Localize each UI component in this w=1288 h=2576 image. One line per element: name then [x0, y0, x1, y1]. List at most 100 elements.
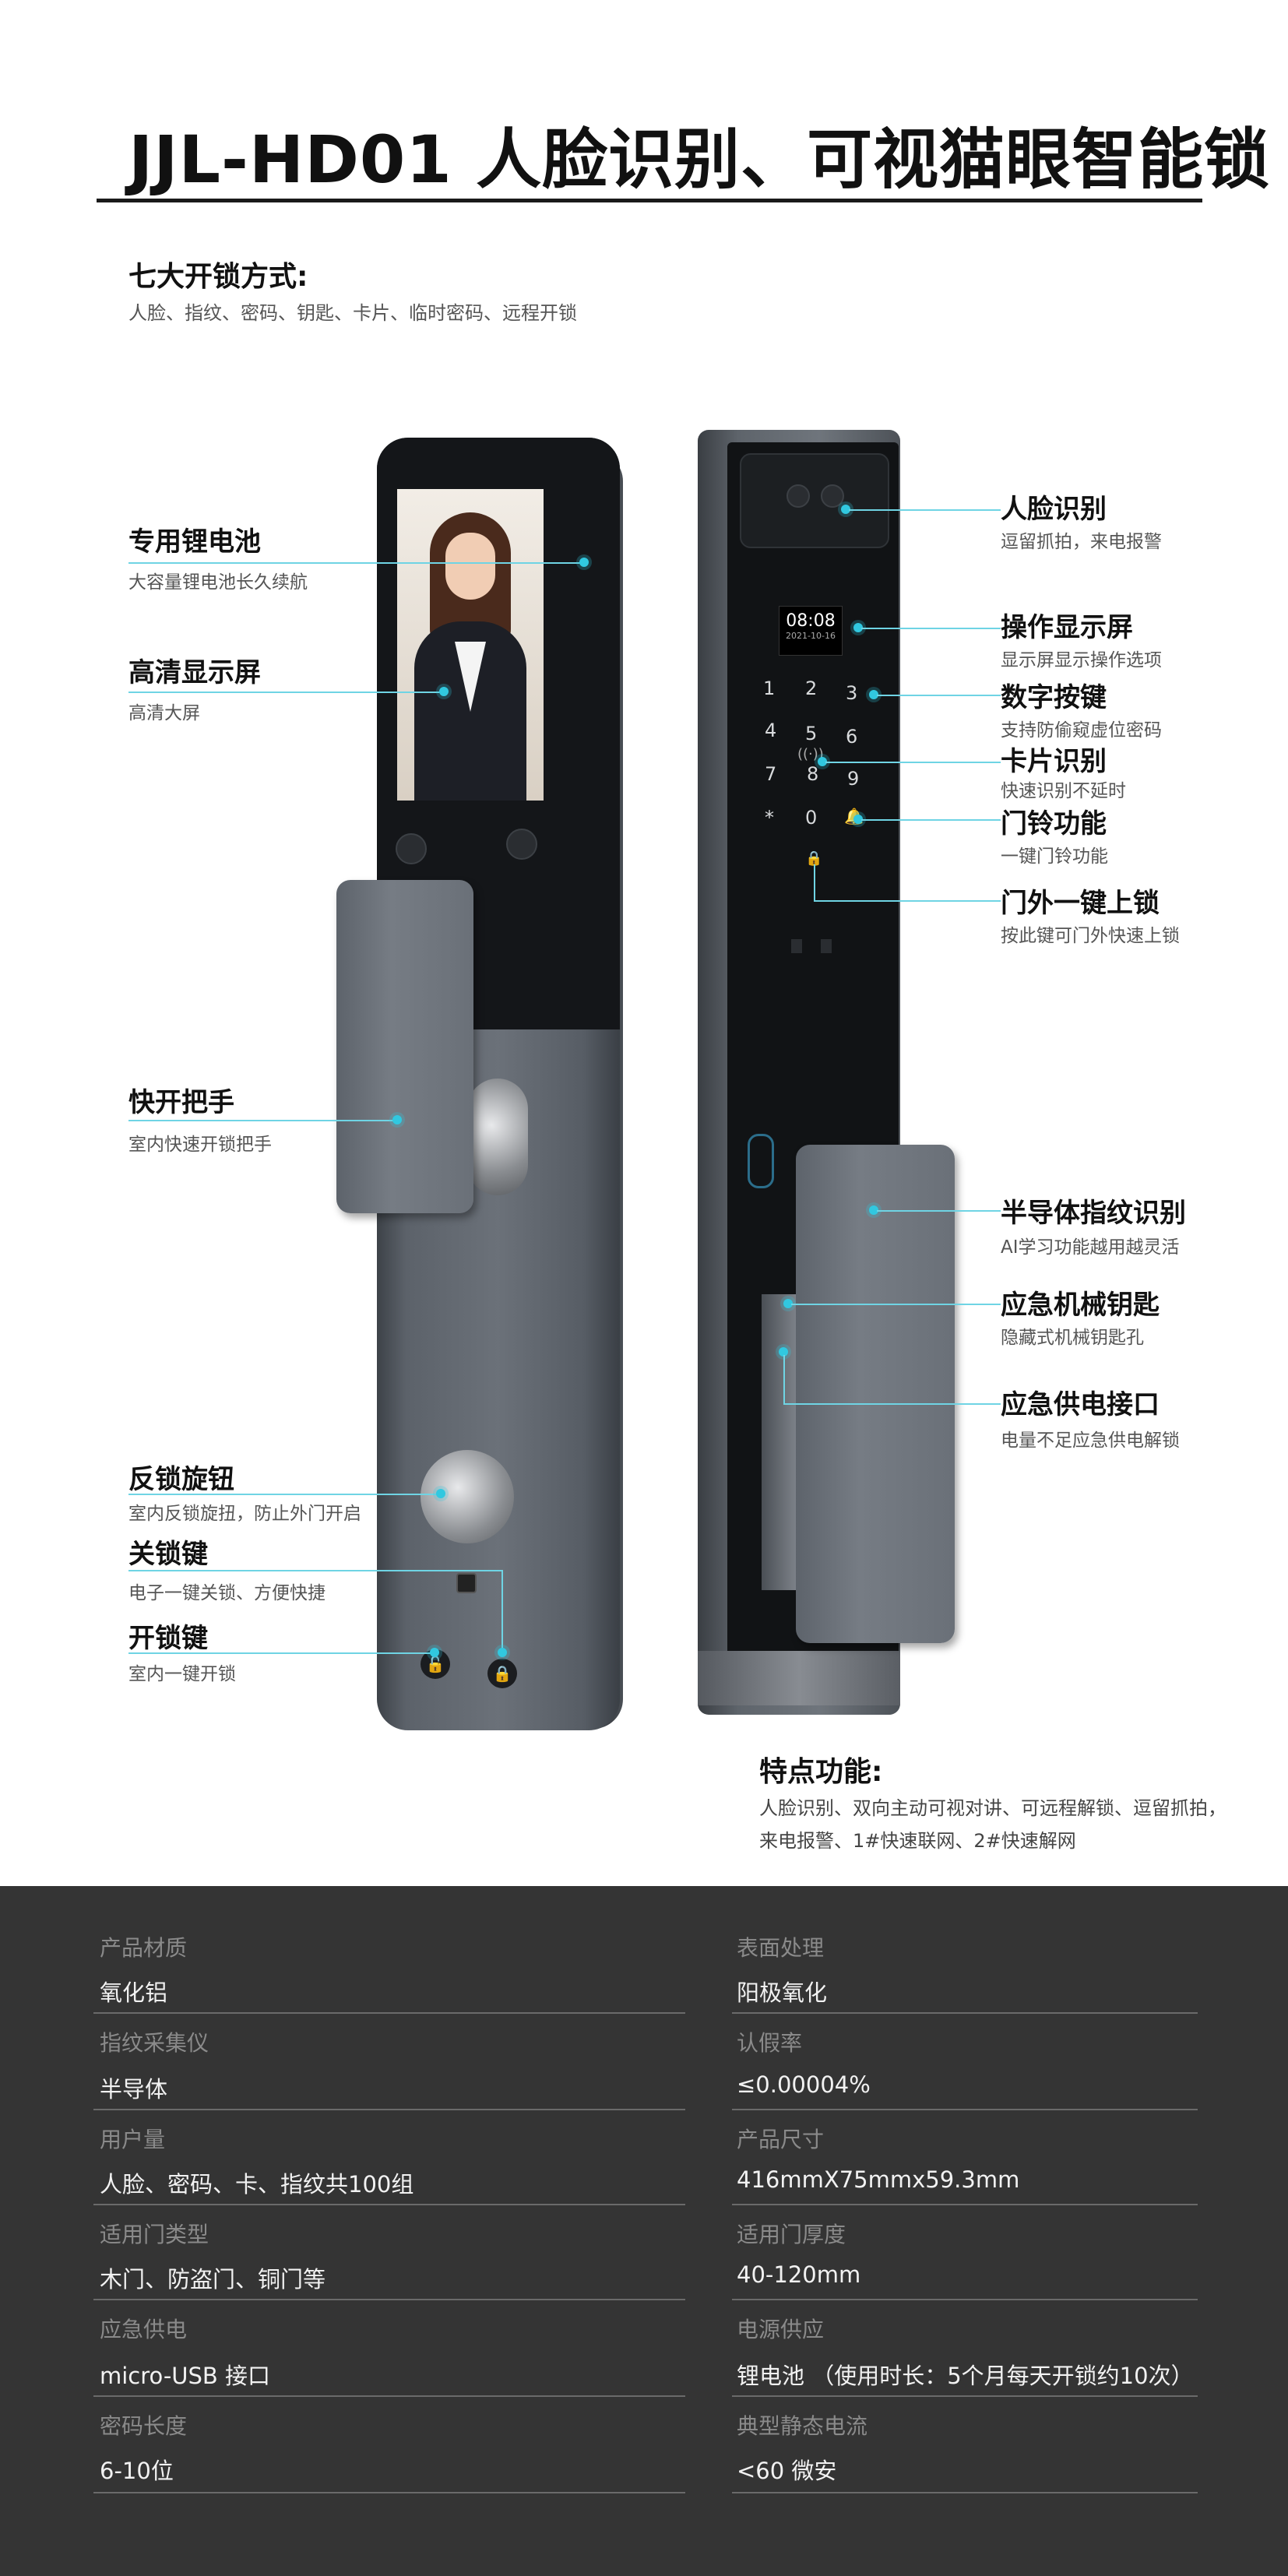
spec-divider [732, 2395, 1198, 2397]
spec-value: <60 微安 [737, 2458, 837, 2484]
features-line-2: 来电报警、1#快速联网、2#快速解网 [759, 1830, 1076, 1852]
key-4[interactable]: 4 [765, 720, 777, 741]
spec-label: 电源供应 [737, 2317, 825, 2342]
spec-divider [93, 2395, 685, 2397]
callout-handle-dot [392, 1115, 402, 1124]
callout-close-lock-title: 关锁键 [128, 1539, 208, 1570]
key-8[interactable]: 8 [807, 763, 819, 785]
key-5[interactable]: 5 [805, 723, 818, 744]
callout-keypad-leader [877, 695, 1001, 696]
key-1[interactable]: 1 [763, 677, 776, 699]
callout-outdoor-lock-leader-vertical [814, 864, 815, 900]
callout-keypad-dot [869, 690, 878, 699]
callout-display-leader [861, 628, 1001, 629]
callout-card-dot [818, 757, 827, 766]
callout-fingerprint-dot [869, 1205, 878, 1215]
anti-lock-knob[interactable] [421, 1450, 514, 1543]
key-0[interactable]: 0 [805, 807, 818, 829]
display-date: 2021-10-16 [786, 631, 836, 641]
spec-divider [93, 2299, 685, 2300]
spec-divider [93, 2204, 685, 2205]
key-6[interactable]: 6 [846, 726, 858, 748]
callout-battery-dot [579, 558, 589, 567]
callout-card-desc: 快速识别不延时 [1001, 781, 1126, 801]
close-lock-indicator-icon [456, 1573, 477, 1593]
spec-divider [93, 2012, 685, 2014]
spec-label: 应急供电 [100, 2317, 188, 2342]
callout-usb-dot [779, 1347, 788, 1357]
callout-open-lock-dot [430, 1648, 439, 1657]
callout-open-lock-desc: 室内一键开锁 [128, 1664, 236, 1684]
face-camera-icon [787, 484, 810, 508]
callout-doorbell-leader [861, 819, 1001, 821]
indicator-right [821, 939, 832, 953]
rear-lock-base [698, 1651, 900, 1705]
callout-knob-desc: 室内反锁旋扭，防止外门开启 [128, 1504, 361, 1524]
spec-value: 木门、防盗门、铜门等 [100, 2266, 326, 2293]
spec-divider [732, 2204, 1198, 2205]
key-9[interactable]: 9 [847, 768, 860, 790]
callout-outdoor-lock-title: 门外一键上锁 [1001, 888, 1160, 919]
spec-label: 表面处理 [737, 1935, 825, 1961]
callout-fingerprint-leader [877, 1210, 1001, 1212]
callout-handle-leader [128, 1120, 397, 1121]
spec-label: 指纹采集仪 [100, 2030, 209, 2056]
key-2[interactable]: 2 [805, 677, 818, 699]
callout-card-title: 卡片识别 [1001, 746, 1107, 777]
callout-face-title: 人脸识别 [1001, 494, 1107, 525]
callout-doorbell-title: 门铃功能 [1001, 808, 1107, 839]
key-7[interactable]: 7 [765, 763, 777, 785]
callout-usb-title: 应急供电接口 [1001, 1389, 1160, 1420]
spec-divider [93, 2492, 685, 2493]
outdoor-lock-icon[interactable]: 🔒 [805, 850, 823, 867]
hd-display-screen [397, 489, 544, 801]
callout-face-desc: 逗留抓拍，来电报警 [1001, 532, 1162, 552]
callout-usb-leader-vertical [783, 1355, 785, 1403]
callout-fingerprint-desc: AI学习功能越用越灵活 [1001, 1237, 1180, 1258]
callout-handle-title: 快开把手 [128, 1087, 234, 1118]
callout-doorbell-desc: 一键门铃功能 [1001, 846, 1108, 867]
callout-key-dot [783, 1299, 793, 1308]
spec-value: 人脸、密码、卡、指纹共100组 [100, 2171, 414, 2198]
callout-display-desc: 显示屏显示操作选项 [1001, 650, 1162, 670]
callout-screen-desc: 高清大屏 [128, 703, 200, 723]
callout-key-leader [791, 1304, 1001, 1305]
spec-divider [732, 2109, 1198, 2110]
spec-value: 6-10位 [100, 2458, 174, 2484]
fingerprint-sensor-icon[interactable] [748, 1134, 774, 1188]
callout-knob-leader [128, 1494, 440, 1495]
spec-divider [732, 2012, 1198, 2014]
spec-value: 阳极氧化 [737, 1980, 828, 2006]
quick-open-handle[interactable] [336, 880, 473, 1213]
callout-close-lock-desc: 电子一键关锁、方便快捷 [128, 1583, 326, 1603]
spec-value: ≤0.00004% [737, 2071, 871, 2098]
spec-label: 典型静态电流 [737, 2413, 868, 2439]
callout-outdoor-lock-desc: 按此键可门外快速上锁 [1001, 926, 1180, 946]
callout-keypad-title: 数字按键 [1001, 682, 1107, 713]
spec-value: 氧化铝 [100, 1980, 168, 2006]
callout-key-desc: 隐藏式机械钥匙孔 [1001, 1328, 1144, 1348]
spec-label: 密码长度 [100, 2413, 188, 2439]
key-3[interactable]: 3 [846, 682, 858, 704]
unlock-methods: 人脸、指纹、密码、钥匙、卡片、临时密码、远程开锁 [128, 302, 577, 324]
callout-doorbell-dot [853, 815, 863, 824]
callout-handle-desc: 室内快速开锁把手 [128, 1135, 272, 1155]
callout-screen-dot [439, 687, 449, 696]
spec-value: 半导体 [100, 2076, 168, 2103]
features-line-1: 人脸识别、双向主动可视对讲、可远程解锁、逗留抓拍， [759, 1797, 1226, 1819]
spec-label: 产品尺寸 [737, 2127, 825, 2152]
callout-open-lock-leader [128, 1652, 432, 1654]
key-star[interactable]: * [765, 807, 774, 829]
features-heading: 特点功能: [759, 1756, 883, 1788]
callout-key-title: 应急机械钥匙 [1001, 1290, 1160, 1321]
spec-divider [93, 2109, 685, 2110]
callout-battery-desc: 大容量锂电池长久续航 [128, 572, 308, 593]
callout-screen-leader [128, 692, 444, 693]
close-lock-button[interactable]: 🔒 [487, 1659, 517, 1688]
spec-panel [0, 1886, 1288, 2576]
outdoor-handle[interactable] [796, 1145, 955, 1643]
indicator-left [791, 939, 802, 953]
callout-screen-title: 高清显示屏 [128, 657, 261, 688]
callout-battery-leader [128, 562, 584, 564]
page-title: JJL-HD01 人脸识别、可视猫眼智能锁 [128, 121, 1271, 198]
